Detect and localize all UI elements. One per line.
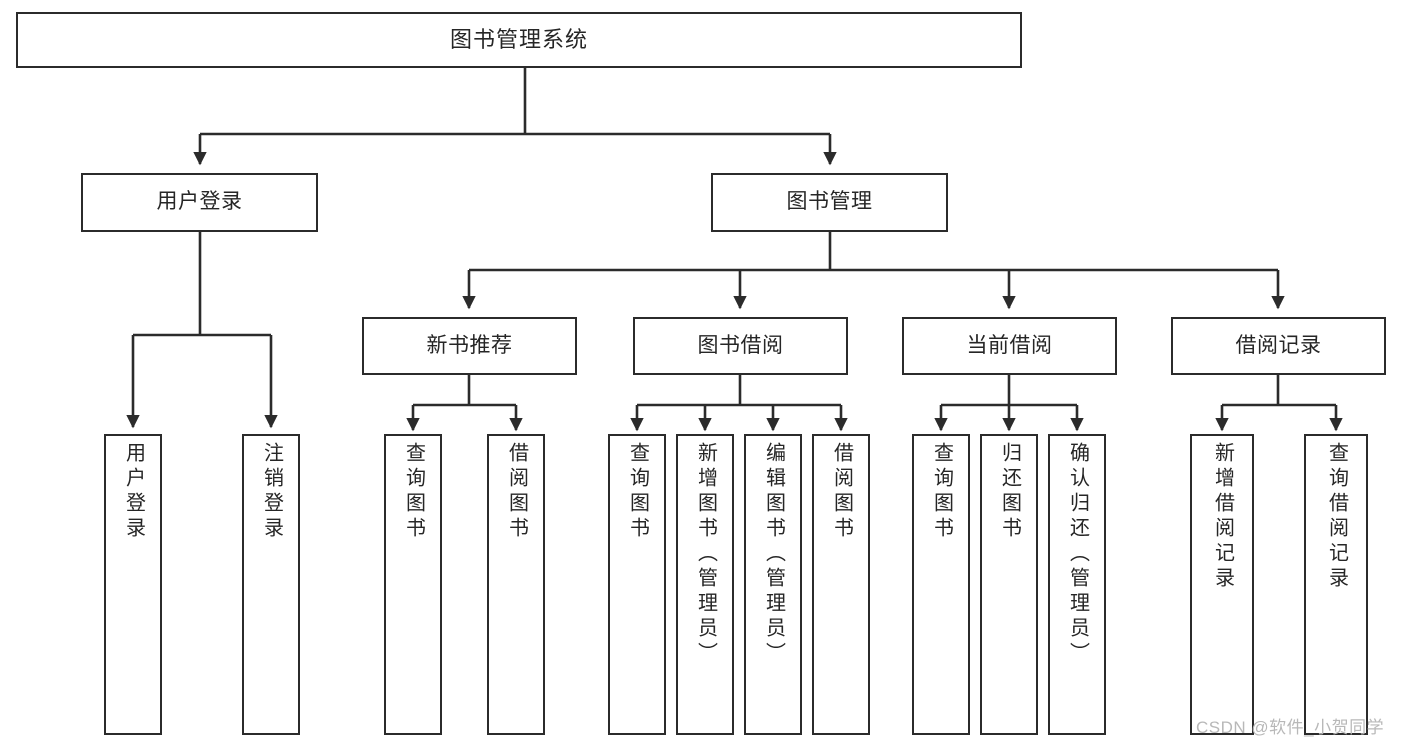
node-label: 注销登录: [260, 442, 283, 542]
leaf-confirm-return-admin[interactable]: 确认归还（管理员）: [1048, 434, 1106, 735]
leaf-query-book-current[interactable]: 查询图书: [912, 434, 970, 735]
node-label: 借阅记录: [1235, 333, 1322, 357]
leaf-add-borrow-record[interactable]: 新增借阅记录: [1190, 434, 1254, 735]
leaf-borrow-book[interactable]: 借阅图书: [812, 434, 870, 735]
node-label: 图书借阅: [697, 333, 784, 357]
node-current-borrow[interactable]: 当前借阅: [902, 317, 1117, 375]
node-label: 用户登录: [156, 190, 243, 214]
node-label: 用户登录: [122, 442, 145, 542]
node-label: 查询借阅记录: [1325, 442, 1348, 592]
leaf-borrow-book-recommend[interactable]: 借阅图书: [487, 434, 545, 735]
leaf-logout[interactable]: 注销登录: [242, 434, 300, 735]
node-label: 确认归还（管理员）: [1066, 442, 1089, 667]
node-label: 查询图书: [930, 442, 953, 542]
leaf-user-login[interactable]: 用户登录: [104, 434, 162, 735]
node-label: 图书管理: [786, 190, 873, 214]
leaf-return-book[interactable]: 归还图书: [980, 434, 1038, 735]
watermark-text: CSDN @软件_小贺同学: [1196, 718, 1385, 737]
node-label: 新增借阅记录: [1211, 442, 1234, 592]
node-root-system[interactable]: 图书管理系统: [16, 12, 1022, 68]
node-label: 编辑图书（管理员）: [762, 442, 785, 667]
node-label: 借阅图书: [505, 442, 528, 542]
node-label: 查询图书: [626, 442, 649, 542]
node-book-borrow[interactable]: 图书借阅: [633, 317, 848, 375]
node-user-login[interactable]: 用户登录: [81, 173, 318, 232]
node-label: 当前借阅: [966, 333, 1053, 357]
node-label: 新增图书（管理员）: [694, 442, 717, 667]
leaf-edit-book-admin[interactable]: 编辑图书（管理员）: [744, 434, 802, 735]
node-label: 查询图书: [402, 442, 425, 542]
node-label: 新书推荐: [426, 333, 513, 357]
node-label: 图书管理系统: [449, 27, 588, 53]
node-label: 归还图书: [998, 442, 1021, 542]
node-label: 借阅图书: [830, 442, 853, 542]
node-borrow-records[interactable]: 借阅记录: [1171, 317, 1386, 375]
node-book-management[interactable]: 图书管理: [711, 173, 948, 232]
leaf-query-book-recommend[interactable]: 查询图书: [384, 434, 442, 735]
leaf-query-book-borrow[interactable]: 查询图书: [608, 434, 666, 735]
leaf-query-borrow-record[interactable]: 查询借阅记录: [1304, 434, 1368, 735]
node-new-book-recommend[interactable]: 新书推荐: [362, 317, 577, 375]
leaf-add-book-admin[interactable]: 新增图书（管理员）: [676, 434, 734, 735]
